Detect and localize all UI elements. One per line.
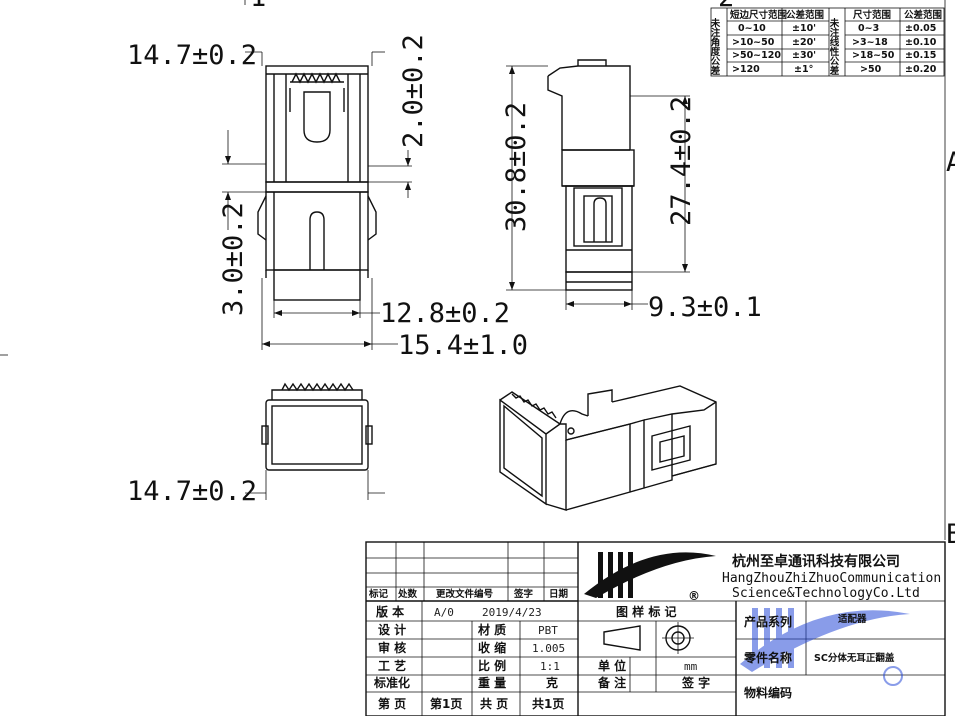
- company-name-cn: 杭州至卓通讯科技有限公司: [732, 553, 900, 570]
- company-name-en-1: HangZhouZhiZhuoCommunication: [722, 571, 941, 586]
- process-label: 工 艺: [378, 658, 406, 673]
- tol-right-label: 未注线性公差: [828, 17, 841, 75]
- tol-left-row-2-range: >10~50: [732, 37, 775, 48]
- edge-mark-top-a: 1: [250, 0, 266, 13]
- material-code-label: 物料编码: [744, 685, 792, 700]
- remark-label: 备 注: [597, 675, 626, 690]
- rev-header-mark: 标记: [368, 588, 389, 600]
- rev-header-sign: 签字: [513, 588, 534, 600]
- bottom-view: [245, 382, 385, 500]
- dim-front-inner-width: 12.8±0.2: [380, 298, 510, 329]
- page-label: 第 页: [378, 696, 406, 711]
- tol-left-row-4-tol: ±1°: [794, 64, 813, 75]
- scale-value: 1:1: [540, 660, 560, 673]
- company-logo: ®: [584, 552, 716, 603]
- dim-front-width: 14.7±0.2: [127, 40, 257, 71]
- rev-header-date: 日期: [549, 588, 568, 600]
- tol-left-header-range: 短边尺寸范围: [730, 9, 787, 21]
- unit-label: 单 位: [598, 658, 626, 673]
- product-series-label: 产品系列: [744, 614, 792, 629]
- version-date: 2019/4/23: [482, 606, 542, 619]
- tolerance-table: [710, 7, 945, 77]
- tol-left-header-tol: 公差范围: [786, 9, 824, 21]
- tol-right-row-2-range: >3~18: [852, 37, 888, 48]
- tol-left-row-1-tol: ±10': [792, 23, 816, 34]
- dim-bottom-width: 14.7±0.2: [127, 476, 257, 507]
- side-view: [506, 59, 690, 310]
- tol-right-header-range: 尺寸范围: [853, 9, 891, 21]
- edge-mark-right-a: A: [946, 147, 955, 178]
- standard-label: 标准化: [373, 675, 410, 690]
- company-name-en-2: Science&TechnologyCo.Ltd: [732, 586, 920, 601]
- total-label: 共 页: [480, 696, 508, 711]
- material-value: PBT: [538, 624, 558, 637]
- tol-right-row-1-tol: ±0.05: [905, 23, 936, 34]
- title-block-grid: [365, 541, 946, 716]
- unit-value: mm: [684, 660, 698, 673]
- tol-right-row-2-tol: ±0.10: [905, 37, 937, 48]
- dim-front-top-gap: 2.0±0.2: [398, 34, 429, 148]
- part-name-value: SC分体无耳正翻盖: [814, 652, 895, 664]
- shrink-value: 1.005: [532, 642, 565, 655]
- tol-left-row-2-tol: ±20': [792, 37, 816, 48]
- edge-mark-right-b: B: [946, 519, 955, 550]
- front-view: [222, 51, 412, 350]
- rev-header-doc: 更改文件编号: [436, 588, 494, 600]
- tol-left-row-4-range: >120: [732, 64, 760, 75]
- total-value: 共1页: [532, 696, 564, 711]
- dim-side-width: 9.3±0.1: [648, 292, 762, 323]
- watermark-logo: [740, 608, 910, 686]
- tol-right-row-4-tol: ±0.20: [905, 64, 937, 75]
- tol-left-label: 未注角度公差: [709, 17, 722, 75]
- page-value: 第1页: [430, 696, 462, 711]
- dim-front-left-height: 3.0±0.2: [218, 202, 249, 316]
- version-label: 版 本: [376, 604, 404, 619]
- rev-header-count: 处数: [397, 588, 418, 600]
- dim-side-inner-height: 27.4±0.2: [666, 96, 697, 226]
- review-label: 审 核: [378, 640, 406, 655]
- drawing-mark-label: 图 样 标 记: [616, 604, 677, 619]
- sign-label: 签 字: [681, 675, 710, 690]
- shrink-label: 收 缩: [478, 640, 506, 655]
- material-label: 材 质: [477, 622, 506, 637]
- weight-label: 重 量: [478, 675, 506, 690]
- tol-right-row-1-range: 0~3: [858, 23, 879, 34]
- part-name-label: 零件名称: [743, 650, 792, 665]
- tol-left-row-1-range: 0~10: [738, 23, 766, 34]
- tol-left-row-3-tol: ±30': [792, 50, 816, 61]
- tol-right-row-4-range: >50: [860, 64, 882, 75]
- design-label: 设 计: [378, 622, 406, 637]
- tol-right-header-tol: 公差范围: [904, 9, 942, 21]
- scale-label: 比 例: [478, 658, 506, 673]
- dim-front-total-width: 15.4±1.0: [398, 330, 528, 361]
- product-series-value: 适配器: [838, 613, 867, 625]
- isometric-view: [499, 385, 717, 511]
- tol-right-row-3-range: >18~50: [852, 50, 895, 61]
- edge-mark-top-b: 2: [718, 0, 734, 13]
- tol-left-row-3-range: >50~120: [732, 50, 781, 61]
- tol-right-row-3-tol: ±0.15: [905, 50, 936, 61]
- version-value: A/0: [434, 606, 454, 619]
- dim-side-total-height: 30.8±0.2: [501, 102, 532, 232]
- logo-registered-mark: ®: [688, 589, 700, 603]
- weight-unit: 克: [546, 675, 558, 690]
